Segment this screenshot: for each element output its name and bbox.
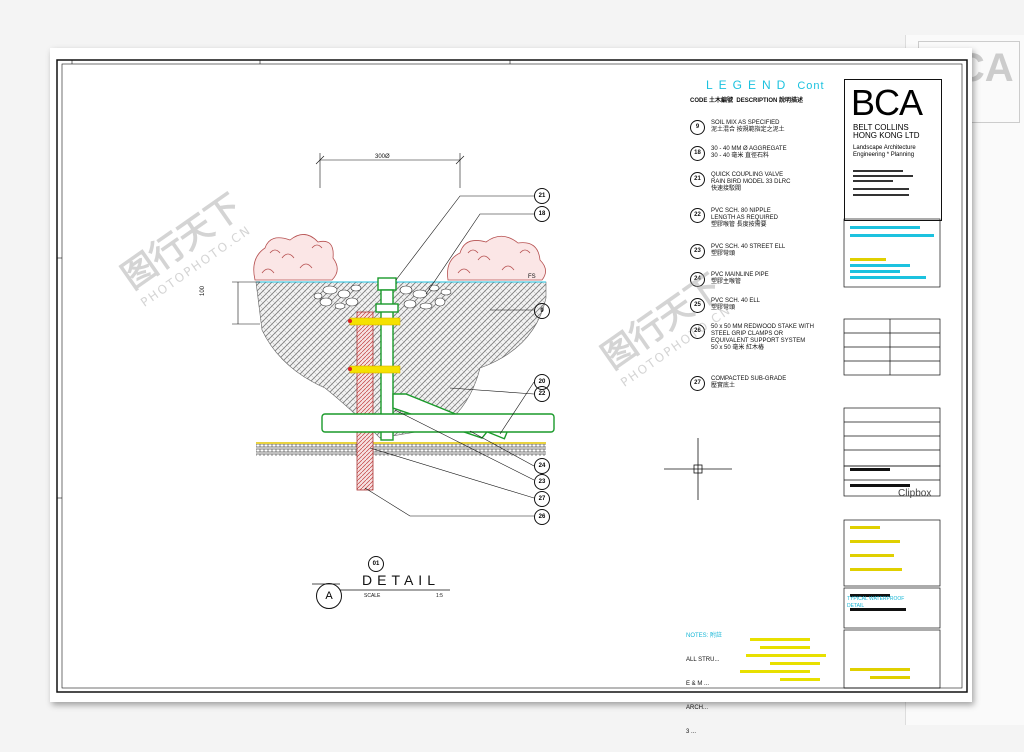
legend-code: 26: [690, 324, 705, 339]
legend-title-text: LEGEND: [706, 78, 792, 92]
clamp-bottom: [349, 365, 401, 374]
drawing-canvas: [56, 59, 968, 693]
legend-code: 9: [690, 120, 705, 135]
legend-title-suffix: Cont: [797, 80, 825, 92]
legend-line: EQUIVALENT SUPPORT SYSTEM: [711, 338, 806, 344]
notes-line: 3 ...: [686, 729, 697, 735]
shrub-left: [253, 234, 338, 281]
drawing-sheet: 300Ø 100 FS 21 18 9 22 20 24 23 27 26 A …: [50, 48, 972, 735]
legend-code: 27: [690, 376, 705, 391]
legend-line: 50 x 50 毫米 紅木樁: [711, 345, 765, 351]
legend-line: COMPACTED SUB-GRADE: [711, 376, 787, 382]
legend-line: QUICK COUPLING VALVE: [711, 172, 784, 178]
dimension-top: [315, 153, 465, 188]
legend-line: 壓實底土: [711, 383, 736, 389]
notes-heading: NOTES: 附註: [686, 633, 723, 639]
legend-code: 22: [690, 208, 705, 223]
notes-line: E & M ...: [686, 681, 710, 687]
notes-block: NOTES: 附註 ALL STRU... E & M ... ARCH... …: [686, 616, 722, 752]
legend-line: SOIL MIX AS SPECIFIED: [711, 120, 780, 126]
company-name-line: BELT COLLINS: [853, 123, 909, 132]
redwood-stake: [356, 311, 374, 491]
legend-line: 30 - 40 毫米 直徑石料: [711, 153, 770, 159]
legend-line: PVC SCH. 40 ELL: [711, 298, 761, 304]
compacted-subgrade: [256, 444, 546, 456]
legend-code: 25: [690, 298, 705, 313]
title-block-frame: [843, 218, 941, 689]
discipline-line: Engineering * Planning: [853, 152, 915, 158]
legend-header-code: CODE 土木編號: [690, 98, 734, 104]
leader-lines: [364, 195, 535, 517]
callout-23: 23: [534, 474, 550, 490]
aggregate-layer: [313, 284, 452, 310]
detail-title: DETAIL: [362, 572, 440, 588]
callout-21: 21: [534, 188, 550, 204]
dimension-top-label: 300Ø: [375, 154, 390, 160]
legend-line: 塑膠喉管 長度按需要: [711, 222, 767, 228]
legend-line: 泥土混合 按規範指定之泥土: [711, 127, 785, 133]
company-name-line: HONG KONG LTD: [853, 131, 920, 140]
legend-line: 塑膠主喉管: [711, 279, 742, 285]
callout-24: 24: [534, 458, 550, 474]
callout-27: 27: [534, 491, 550, 507]
dimension-side: [232, 281, 260, 325]
callout-9: 9: [534, 303, 550, 319]
legend-line: 塑膠彎頭: [711, 305, 736, 311]
callout-26: 26: [534, 509, 550, 525]
legend-line: RAIN BIRD MODEL 33 DLRC: [711, 179, 791, 185]
legend-code: 18: [690, 146, 705, 161]
legend-line: STEEL GRIP CLAMPS OR: [711, 331, 784, 337]
legend-line: 塑膠彎頭: [711, 251, 736, 257]
legend-code: 23: [690, 244, 705, 259]
clipbox-overlay-label: Clipbox: [898, 488, 932, 499]
notes-line: ARCH...: [686, 705, 709, 711]
pvc-mainline-pipe: [321, 413, 555, 433]
scale-label: SCALE: [364, 593, 381, 599]
legend-line: PVC SCH. 40 STREET ELL: [711, 244, 786, 250]
detail-letter-bubble: A: [316, 583, 342, 609]
callout-18: 18: [534, 206, 550, 222]
title-block-text-bars: [850, 226, 934, 679]
legend-line: PVC MAINLINE PIPE: [711, 272, 769, 278]
dimension-side-label: 100: [200, 285, 206, 296]
legend-title: LEGEND Cont: [706, 78, 825, 92]
legend-line: 30 - 40 MM Ø AGGREGATE: [711, 146, 787, 152]
legend-code: 21: [690, 172, 705, 187]
company-logo: BCA: [851, 82, 923, 123]
scale-value: 1:5: [436, 593, 443, 599]
shrub-right: [447, 235, 546, 281]
notes-line: ALL STRU...: [686, 657, 720, 663]
discipline-line: Landscape Architecture: [853, 145, 916, 151]
legend-line: 50 x 50 MM REDWOOD STAKE WITH: [711, 324, 814, 330]
legend-code: 24: [690, 272, 705, 287]
sheet-inner-border: [61, 63, 963, 689]
fs-label: FS: [528, 274, 536, 280]
cad-crosshair: [664, 438, 732, 500]
legend-line: LENGTH AS REQUIRED: [711, 215, 779, 221]
legend-line: 快速接駁閥: [711, 186, 742, 192]
detail-number-bubble: 01: [368, 556, 384, 572]
sheet-border: [56, 59, 968, 693]
legend-header-desc: DESCRIPTION 說明描述: [736, 98, 804, 104]
legend-header: CODE 土木編號 DESCRIPTION 說明描述: [690, 95, 803, 104]
drawing-title-line: TYPICAL WATERPROOF: [847, 596, 905, 602]
legend-line: PVC SCH. 80 NIPPLE: [711, 208, 771, 214]
callout-20: 20: [534, 374, 550, 390]
drawing-title-line: DETAIL: [847, 603, 865, 609]
clamp-top: [349, 317, 401, 326]
title-block-logo-box: BCA BELT COLLINS HONG KONG LTD Landscape…: [844, 79, 942, 221]
notes-scribbles: [740, 638, 826, 681]
